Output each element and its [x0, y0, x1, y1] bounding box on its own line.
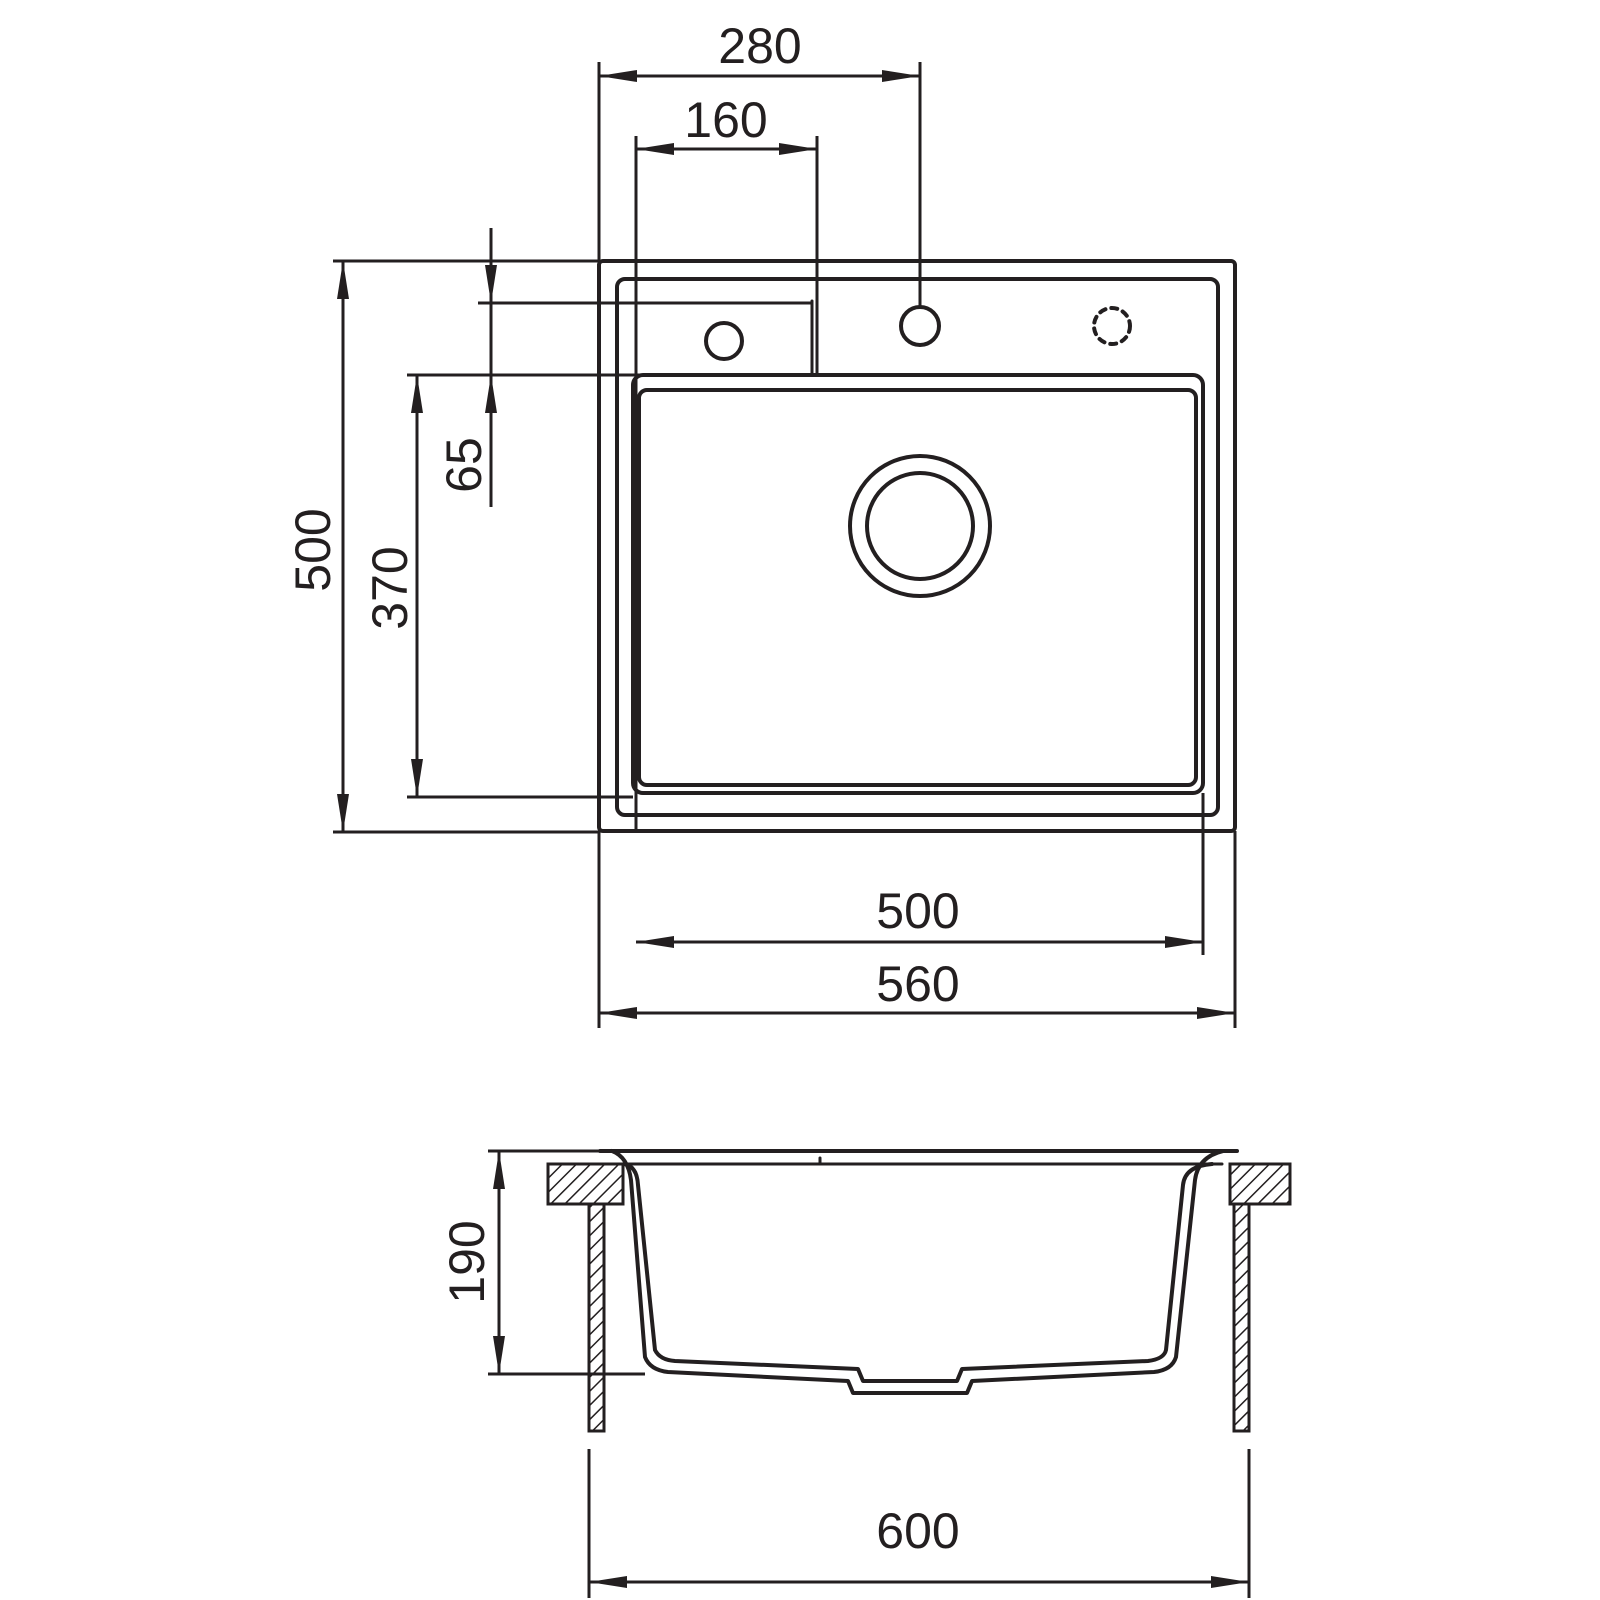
dimension-label-65: 65 [436, 437, 492, 493]
tap-hole-icon [899, 305, 941, 347]
dimension-280: 280 [597, 18, 922, 307]
sink-inner-rim [615, 277, 1220, 817]
dimension-label-600: 600 [876, 1503, 959, 1559]
bowl-inner [637, 388, 1198, 787]
cabinet-wall-left [587, 1202, 606, 1433]
drain-icon [848, 454, 992, 598]
dimension-label-370: 370 [362, 546, 418, 629]
countertop-left [546, 1162, 625, 1206]
dimension-160: 160 [634, 92, 819, 830]
dimension-370: 370 [362, 373, 633, 799]
optional-hole-icon [1092, 306, 1132, 346]
dimension-label-500-width: 500 [876, 883, 959, 939]
sink-outer-rim [597, 259, 1237, 833]
countertop-right [1228, 1162, 1292, 1206]
dimension-560: 560 [597, 831, 1237, 1028]
bowl-outer [631, 373, 1205, 795]
dimension-label-500-depth: 500 [285, 508, 341, 591]
overflow-hole-icon [704, 321, 744, 361]
dimension-label-560: 560 [876, 956, 959, 1012]
dimension-190: 190 [439, 1149, 645, 1376]
top-view: 280 160 500 370 [285, 18, 1237, 1028]
dimension-600: 600 [587, 1449, 1251, 1598]
dimension-65: 65 [436, 228, 812, 507]
cabinet-wall-right [1232, 1202, 1251, 1433]
dimension-label-160: 160 [684, 92, 767, 148]
sink-body-outer [610, 1149, 1225, 1395]
sink-body-inner [622, 1162, 1214, 1383]
dimension-label-280: 280 [718, 18, 801, 74]
dimension-500-depth: 500 [285, 259, 599, 834]
dimension-500-width: 500 [636, 793, 1205, 955]
section-view: 190 600 [439, 1149, 1292, 1598]
dimension-label-190: 190 [439, 1220, 495, 1303]
